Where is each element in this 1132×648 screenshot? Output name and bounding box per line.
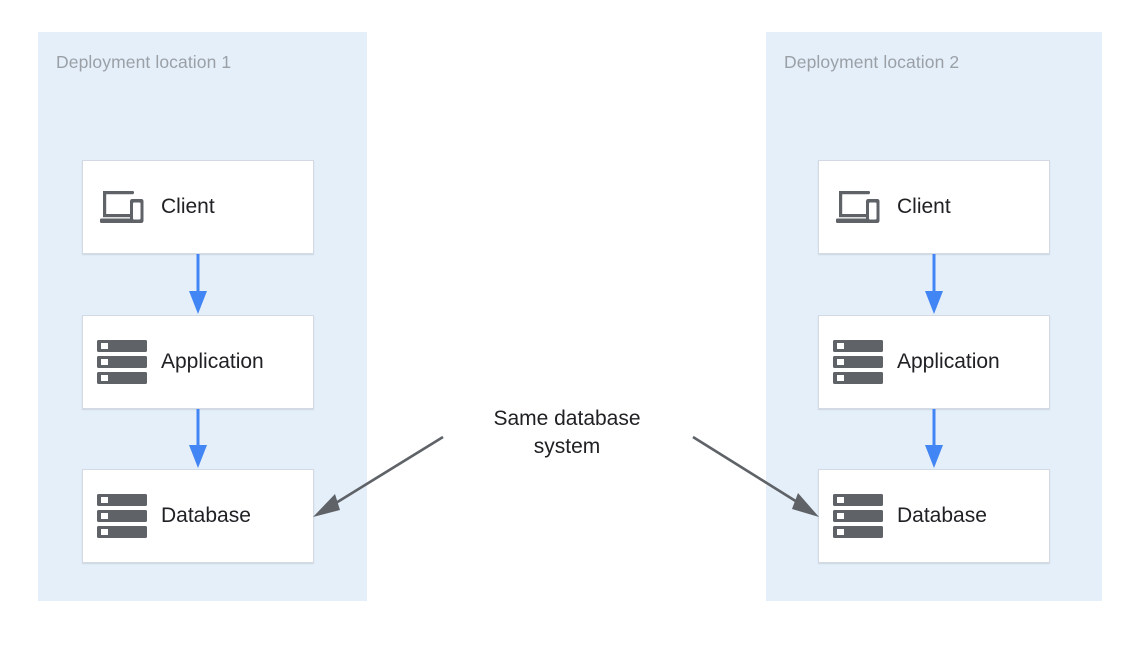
devices-icon	[819, 188, 897, 226]
annotation-line-1: Same database	[493, 407, 641, 430]
node-client-location-2[interactable]: Client	[818, 160, 1050, 254]
server-stack-icon	[819, 493, 897, 539]
devices-icon	[83, 188, 161, 226]
deployment-location-2-title: Deployment location 2	[784, 52, 960, 72]
node-label: Client	[897, 195, 951, 218]
node-label: Client	[161, 195, 215, 218]
server-stack-icon	[819, 339, 897, 385]
server-stack-icon	[83, 339, 161, 385]
annotation-line-2: system	[533, 435, 601, 458]
node-application-location-1[interactable]: Application	[82, 315, 314, 409]
node-database-location-2[interactable]: Database	[818, 469, 1050, 563]
node-database-location-1[interactable]: Database	[82, 469, 314, 563]
node-label: Application	[161, 350, 264, 373]
node-label: Database	[161, 504, 251, 527]
annotation-same-database-system: Same database system	[449, 405, 685, 461]
server-stack-icon	[83, 493, 161, 539]
node-client-location-1[interactable]: Client	[82, 160, 314, 254]
node-label: Application	[897, 350, 1000, 373]
node-application-location-2[interactable]: Application	[818, 315, 1050, 409]
node-label: Database	[897, 504, 987, 527]
deployment-location-1-title: Deployment location 1	[56, 52, 232, 72]
